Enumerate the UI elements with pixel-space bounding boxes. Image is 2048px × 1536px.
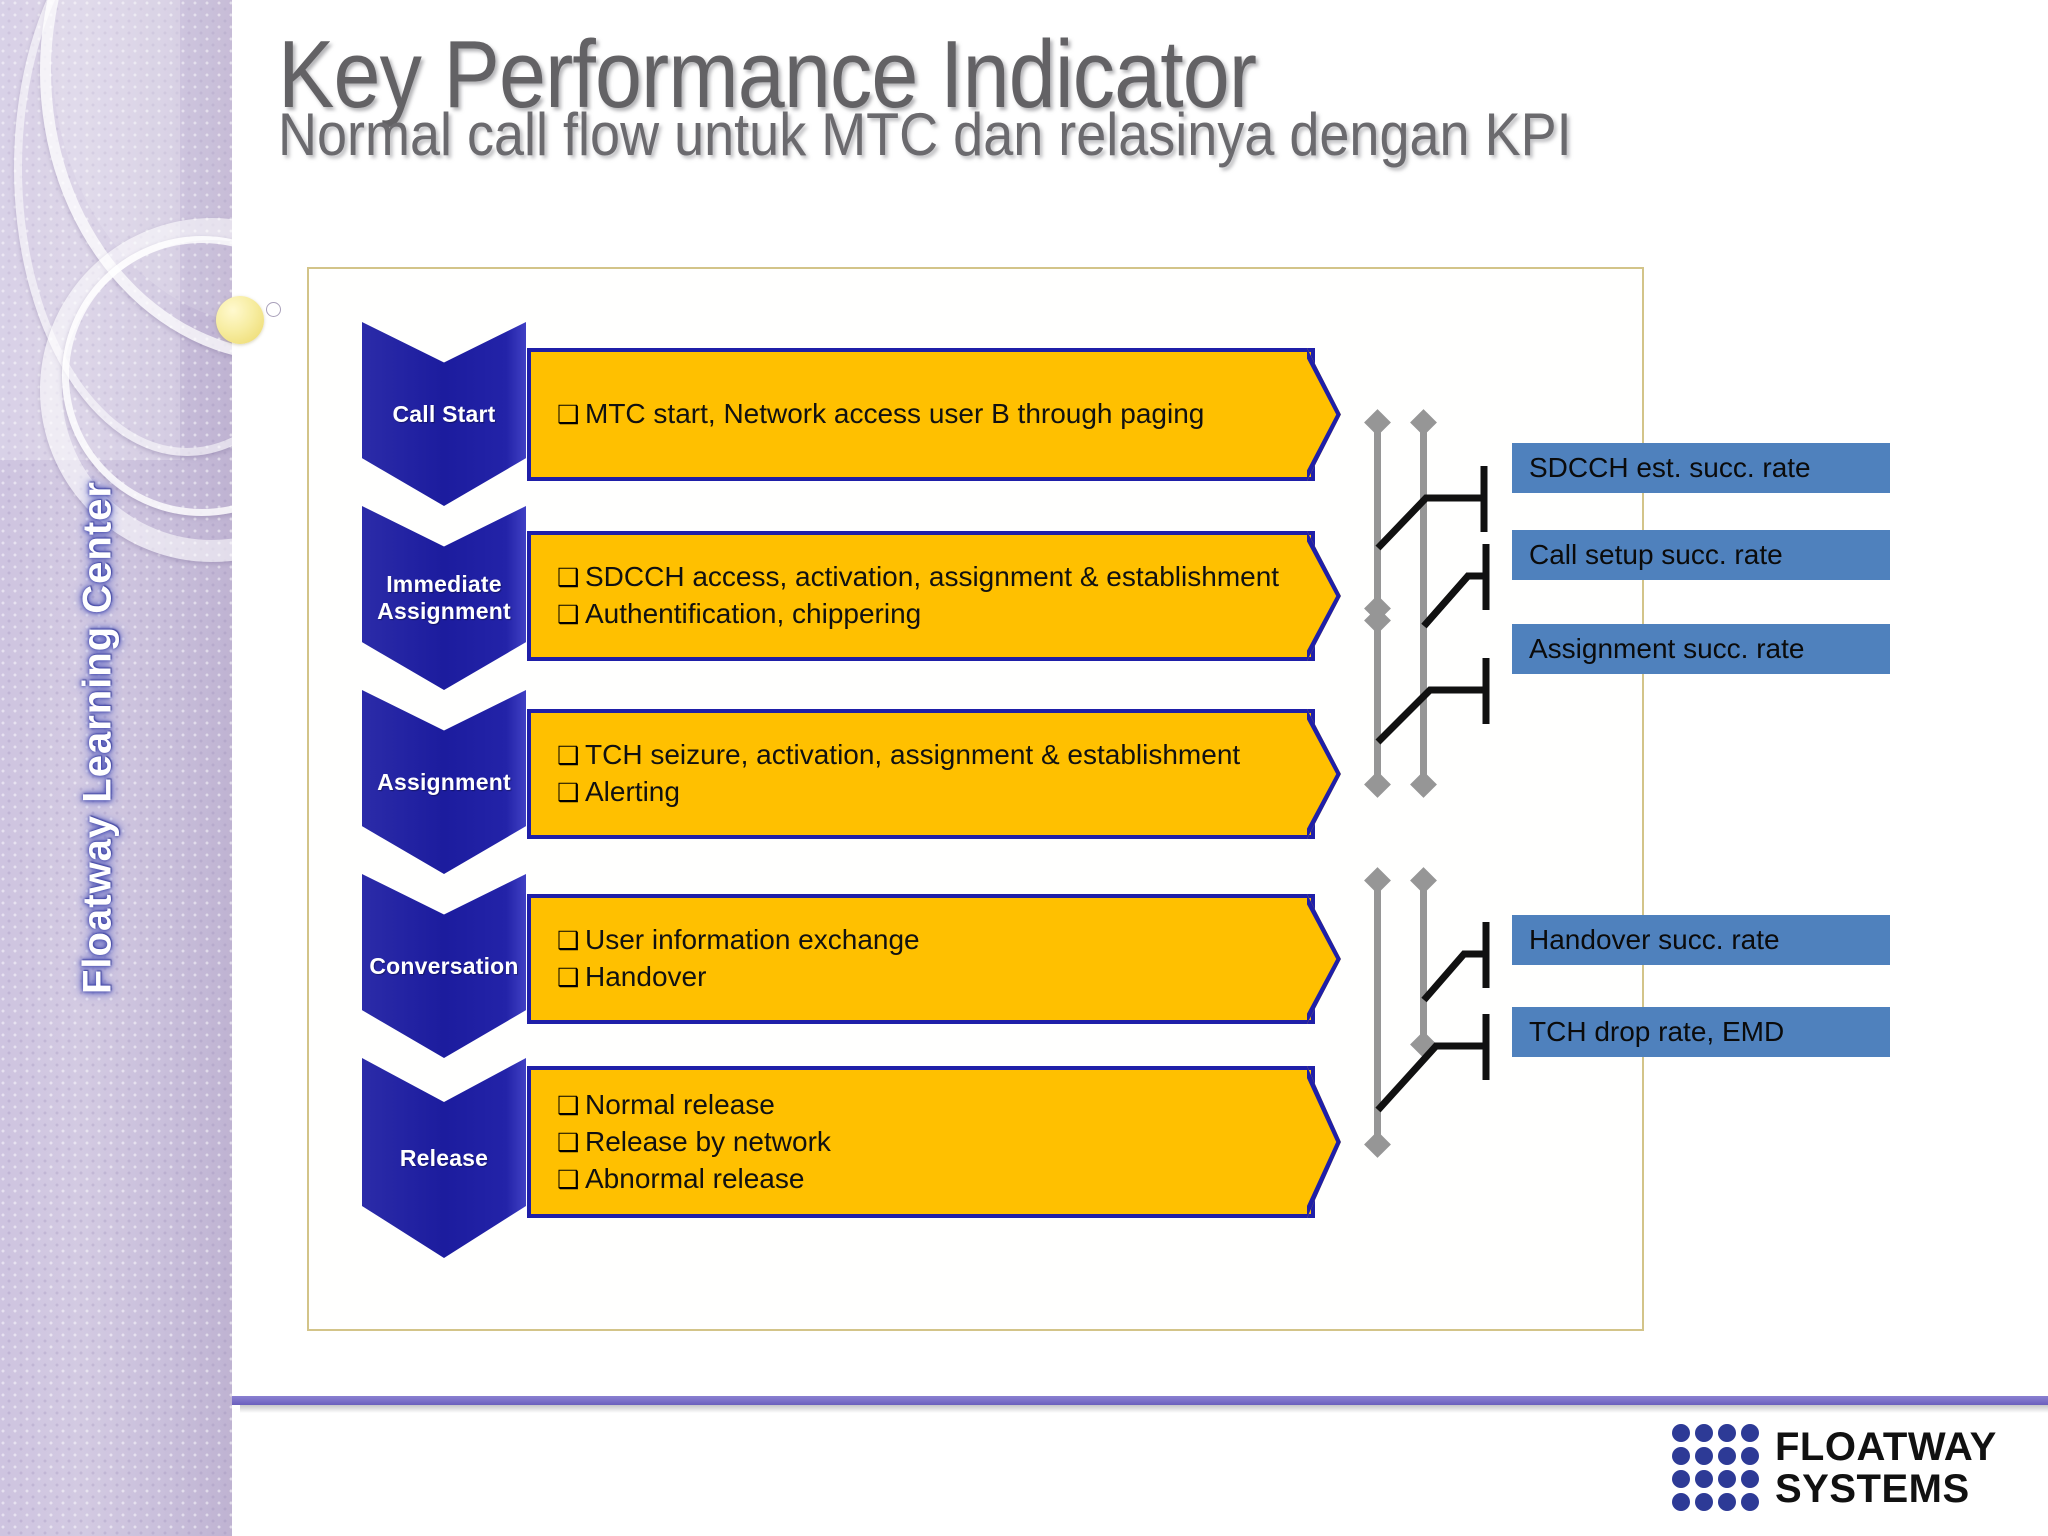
page-subtitle: Normal call flow untuk MTC dan relasinya… <box>278 101 1572 168</box>
kpi-label: TCH drop rate, EMD <box>1529 1016 1785 1047</box>
kpi-box-sdcch-est-succ-rate: SDCCH est. succ. rate <box>1512 443 1890 493</box>
stage-content-box-conversation: ❑ User information exchange ❑ Handover <box>527 894 1341 1024</box>
stage-content-box-release: ❑ Normal release ❑ Release by network ❑ … <box>527 1066 1341 1218</box>
footer-divider <box>232 1396 2048 1405</box>
measure-bar-drop-span <box>1374 880 1381 1145</box>
checkbox-bullet-icon: ❑ <box>557 1165 580 1194</box>
logo-wordmark: FLOATWAY SYSTEMS <box>1775 1426 1997 1510</box>
checkbox-bullet-icon: ❑ <box>557 564 580 592</box>
logo-line-1: FLOATWAY <box>1775 1424 1997 1469</box>
small-outline-circle-icon <box>266 302 281 317</box>
stage-bullet-text: MTC start, Network access user B through… <box>585 398 1205 429</box>
checkbox-bullet-icon: ❑ <box>557 742 580 770</box>
logo-line-2: SYSTEMS <box>1775 1466 1970 1511</box>
connector-call-setup <box>1420 530 1560 640</box>
checkbox-bullet-icon: ❑ <box>557 601 580 629</box>
stage-bullet-text: TCH seizure, activation, assignment & es… <box>585 739 1241 770</box>
stage-content-box-immediate-assignment: ❑ SDCCH access, activation, assignment &… <box>527 531 1341 661</box>
stage-bullet-item: ❑ Normal release <box>557 1087 1311 1124</box>
measure-bar-handover-span <box>1420 880 1427 1045</box>
stage-content-box-call-start: ❑ MTC start, Network access user B throu… <box>527 348 1341 481</box>
stage-bullet-item: ❑ Authentification, chippering <box>557 596 1311 633</box>
stage-bullet-item: ❑ MTC start, Network access user B throu… <box>557 396 1311 433</box>
stage-chevron-label: Immediate Assignment <box>377 571 511 624</box>
stage-bullet-item: ❑ Handover <box>557 959 1311 996</box>
checkbox-bullet-icon: ❑ <box>557 964 580 992</box>
footer-divider-shadow <box>240 1405 2048 1413</box>
connector-handover <box>1420 910 1560 1020</box>
stage-bullet-item: ❑ TCH seizure, activation, assignment & … <box>557 737 1311 774</box>
stage-bullet-text: Authentification, chippering <box>585 598 922 629</box>
kpi-box-call-setup-succ-rate: Call setup succ. rate <box>1512 530 1890 580</box>
decorative-sidebar: Floatway Learning Center <box>0 0 232 1536</box>
measure-bar-assignment-span <box>1374 620 1381 785</box>
stage-bullet-text: Normal release <box>585 1088 775 1120</box>
page-title: Key Performance Indicator <box>278 21 1257 128</box>
stage-chevron-label: Release <box>399 1144 489 1171</box>
connector-assignment <box>1374 620 1534 750</box>
kpi-box-assignment-succ-rate: Assignment succ. rate <box>1512 624 1890 674</box>
kpi-label: Assignment succ. rate <box>1529 633 1805 664</box>
logo-dot-grid-icon <box>1672 1424 1759 1511</box>
stage-bullet-item: ❑ Alerting <box>557 774 1311 811</box>
kpi-box-tch-drop-rate-emd: TCH drop rate, EMD <box>1512 1007 1890 1057</box>
connector-tch-drop <box>1374 1000 1534 1120</box>
floatway-systems-logo: FLOATWAY SYSTEMS <box>1672 1424 1997 1511</box>
stage-bullet-item: ❑ Release by network <box>557 1124 1311 1161</box>
stage-bullet-item: ❑ Abnormal release <box>557 1161 1311 1198</box>
checkbox-bullet-icon: ❑ <box>557 1091 580 1120</box>
checkbox-bullet-icon: ❑ <box>557 401 580 429</box>
stage-chevron-label: Call Start <box>392 400 496 427</box>
stage-chevron-label: Assignment <box>377 768 511 795</box>
stage-chevron-label: Conversation <box>369 952 519 979</box>
stage-content-box-assignment: ❑ TCH seizure, activation, assignment & … <box>527 709 1341 839</box>
checkbox-bullet-icon: ❑ <box>557 779 580 807</box>
connector-sdcch <box>1374 440 1514 560</box>
stage-bullet-text: Handover <box>585 961 707 992</box>
stage-bullet-text: Abnormal release <box>585 1162 805 1194</box>
measure-bar-call-setup-span <box>1420 422 1427 785</box>
checkbox-bullet-icon: ❑ <box>557 927 580 955</box>
sidebar-brand-label: Floatway Learning Center <box>75 481 120 994</box>
stage-bullet-text: Release by network <box>585 1125 831 1157</box>
kpi-label: Handover succ. rate <box>1529 924 1780 955</box>
stage-bullet-item: ❑ SDCCH access, activation, assignment &… <box>557 559 1311 596</box>
kpi-box-handover-succ-rate: Handover succ. rate <box>1512 915 1890 965</box>
stage-bullet-text: SDCCH access, activation, assignment & e… <box>585 561 1280 592</box>
stage-bullet-item: ❑ User information exchange <box>557 922 1311 959</box>
measure-bar-setup-span <box>1374 422 1381 609</box>
kpi-label: Call setup succ. rate <box>1529 539 1783 570</box>
yellow-accent-dot <box>216 296 264 344</box>
kpi-label: SDCCH est. succ. rate <box>1529 452 1811 483</box>
checkbox-bullet-icon: ❑ <box>557 1128 580 1157</box>
stage-bullet-text: Alerting <box>585 776 680 807</box>
stage-bullet-text: User information exchange <box>585 924 920 955</box>
